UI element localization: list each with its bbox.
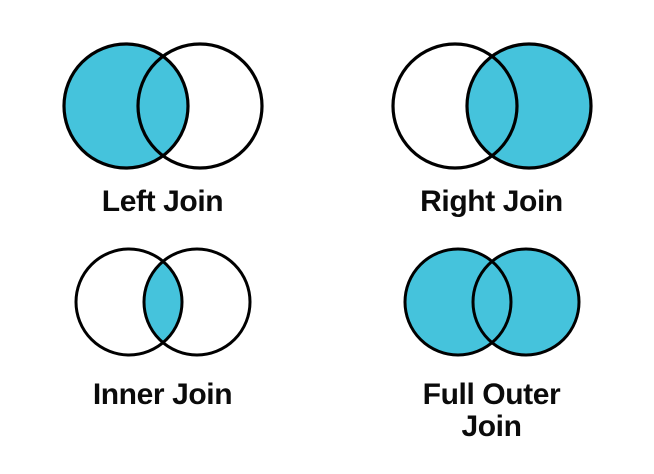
right-circle-outline <box>135 42 264 170</box>
venn-label-right-join: Right Join <box>420 185 563 218</box>
venn-figure-left-join <box>61 42 264 170</box>
intersection-fill <box>472 249 511 355</box>
left-circle-outline <box>74 247 183 357</box>
venn-cell-left-join: Left Join <box>0 0 327 237</box>
right-circle-outline <box>142 247 251 357</box>
venn-figure-full-outer-join <box>403 247 580 357</box>
venn-cell-inner-join: Inner Join <box>0 237 327 474</box>
venn-figure-inner-join <box>74 247 251 357</box>
intersection-fill <box>137 44 188 168</box>
intersection-fill <box>143 249 182 355</box>
venn-cell-full-outer-join: Full Outer Join <box>327 237 654 474</box>
venn-cell-right-join: Right Join <box>327 0 654 237</box>
right-circle-outline <box>471 247 580 357</box>
intersection-fill <box>466 44 517 168</box>
venn-figure-right-join <box>390 42 593 170</box>
venn-label-left-join: Left Join <box>101 185 224 218</box>
venn-label-full-outer-join: Full Outer Join <box>422 378 561 444</box>
left-circle-outline <box>390 42 519 170</box>
right-circle-outline <box>464 42 593 170</box>
left-circle-outline <box>61 42 190 170</box>
left-circle-outline <box>403 247 512 357</box>
venn-label-inner-join: Inner Join <box>92 378 233 411</box>
